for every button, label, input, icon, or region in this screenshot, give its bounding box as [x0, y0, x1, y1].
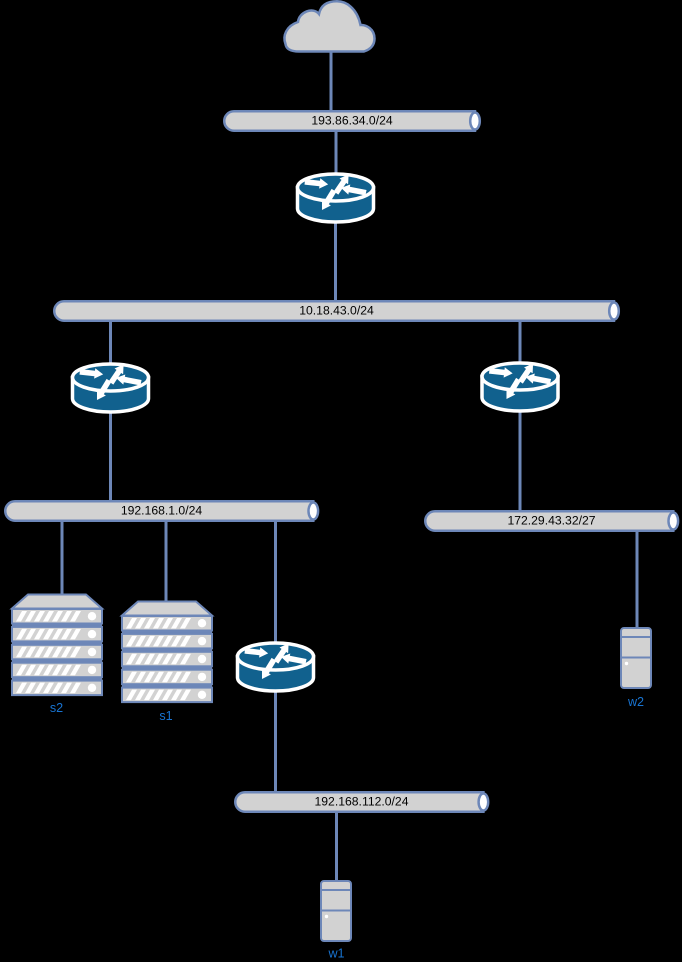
svg-text:s2: s2	[50, 701, 63, 715]
svg-text:w1: w1	[327, 947, 344, 961]
svg-text:192.168.112.0/24: 192.168.112.0/24	[315, 795, 409, 809]
svg-text:s1: s1	[159, 709, 172, 723]
svg-text:172.29.43.32/27: 172.29.43.32/27	[507, 514, 595, 528]
svg-text:10.18.43.0/24: 10.18.43.0/24	[299, 304, 374, 318]
svg-text:193.86.34.0/24: 193.86.34.0/24	[311, 114, 393, 128]
svg-text:192.168.1.0/24: 192.168.1.0/24	[121, 504, 203, 518]
svg-text:w2: w2	[627, 695, 644, 709]
